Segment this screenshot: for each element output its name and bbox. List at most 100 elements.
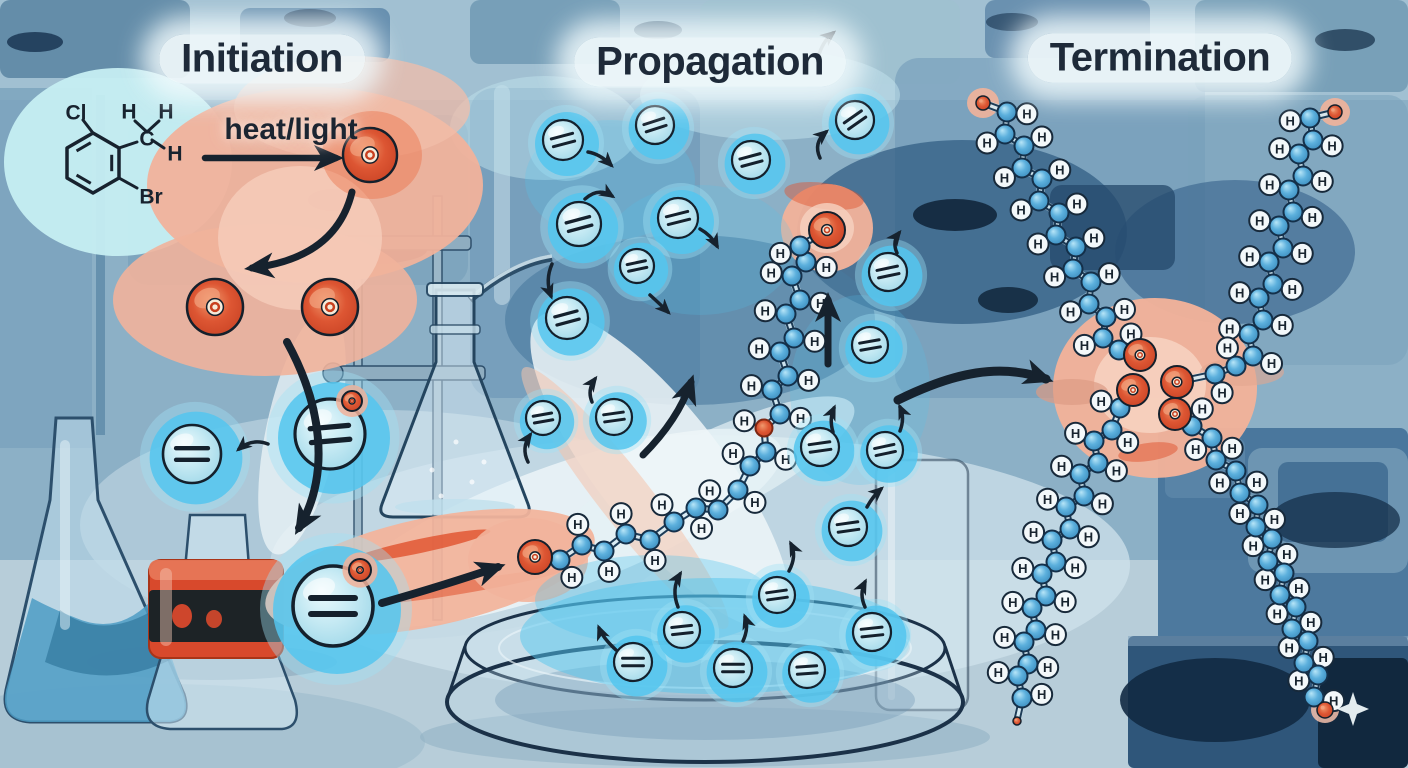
monomer-circle — [662, 610, 702, 650]
sparkle-layer — [1337, 692, 1369, 726]
hydrogen-atom — [1009, 198, 1033, 222]
hydrogen-label: H — [1043, 660, 1052, 675]
hydrogen-label: H — [697, 521, 706, 536]
hydrogen-label: H — [1223, 341, 1232, 356]
double-bond-line — [564, 214, 592, 225]
monomer — [513, 388, 579, 454]
hydrogen-label: H — [1217, 385, 1226, 400]
hydrogen-label: H — [1051, 627, 1060, 642]
scene-shape — [1120, 658, 1310, 742]
scene-shape — [7, 32, 63, 52]
hydrogen-label: H — [1072, 197, 1081, 212]
monomer-highlight — [302, 577, 336, 601]
carbon-atom — [769, 403, 791, 425]
double-bond-icon — [738, 152, 764, 168]
hydrogen-atom — [1030, 125, 1054, 149]
red-atom-sheen — [1320, 705, 1325, 710]
scene-shape — [481, 459, 487, 465]
carbon-atom — [1021, 597, 1043, 619]
double-bond-line — [664, 209, 690, 219]
double-bond-line — [874, 449, 897, 458]
monomer-circle — [730, 139, 772, 181]
hydrogen-label: H — [1225, 321, 1234, 336]
monomer-motion-arrow — [822, 404, 836, 434]
hydrogen-atom — [1064, 421, 1088, 445]
hydrogen-atom — [759, 261, 783, 285]
hydrogen-atom — [1036, 487, 1060, 511]
hydrogen-label: H — [1033, 237, 1042, 252]
hydrogen-label: H — [728, 446, 737, 461]
hydrogen-atom — [1210, 381, 1234, 405]
double-bond-line — [644, 123, 668, 134]
carbon-atom — [1262, 273, 1284, 295]
hydrogen-label: H — [1000, 630, 1009, 645]
radical-dot-core — [324, 301, 336, 313]
hydrogen-atom — [743, 490, 767, 514]
scene-shape — [535, 555, 775, 645]
red-atom-sheen — [1014, 718, 1017, 721]
carbon-atom — [1269, 584, 1291, 606]
monomer-circle — [618, 247, 656, 285]
monomer — [528, 105, 604, 181]
hydrogen-atom — [1072, 333, 1096, 357]
hydrogen-label: H — [573, 517, 582, 532]
monomer-motion-arrow — [586, 150, 614, 168]
monomer-circle — [867, 251, 909, 293]
monomer-motion-arrow — [812, 129, 830, 160]
hydrogen-label: H — [1098, 496, 1107, 511]
double-bond-icon — [858, 338, 882, 352]
hydrogen-atom — [789, 406, 813, 430]
carbon-atom — [1282, 201, 1304, 223]
hydrogen-atom — [650, 493, 674, 517]
monomer-motion-arrow — [865, 486, 885, 509]
hydrogen-atom — [1112, 297, 1136, 321]
hydrogen-label: H — [1306, 615, 1315, 630]
scene-shape — [1036, 379, 1108, 405]
carbon-atom — [1041, 529, 1063, 551]
monomer-circle — [541, 118, 585, 162]
atom-label-br: Br — [139, 186, 162, 209]
radical-layer — [185, 95, 1343, 726]
hydrogen-atom — [1048, 158, 1072, 182]
double-bond-line — [795, 671, 819, 676]
radical-dot-core — [531, 553, 539, 561]
carbon-atom — [639, 529, 661, 551]
carbon-atom — [1245, 516, 1267, 538]
hydrogen-label: H — [1235, 285, 1244, 300]
double-bond-icon — [807, 440, 833, 454]
monomer-circle — [712, 647, 754, 689]
monomer-highlight — [857, 618, 873, 630]
scene-shape — [913, 199, 997, 231]
monomer — [266, 370, 400, 504]
hydrogen-label: H — [616, 506, 625, 521]
hydrogen-label: H — [740, 413, 749, 428]
hydrogen-label: H — [705, 483, 714, 498]
reaction-arrow — [639, 374, 697, 459]
double-bond-line — [555, 317, 581, 327]
hydrogen-label: H — [1294, 673, 1303, 688]
radical-dot-core — [1172, 411, 1178, 417]
carbon-atom — [1299, 107, 1321, 129]
scene-shape — [0, 0, 190, 78]
hydrogen-label: H — [1288, 282, 1297, 297]
carbon-atom — [789, 235, 811, 257]
red-atom — [975, 95, 991, 111]
radical-dot-core — [349, 398, 355, 404]
monomer — [139, 401, 251, 513]
carbon-atom — [996, 101, 1018, 123]
carbon-atom — [739, 455, 761, 477]
carbon-atom — [781, 265, 803, 287]
hydrogen-atom — [1116, 430, 1140, 454]
hydrogen-label: H — [1198, 402, 1207, 417]
carbon-atom — [1069, 463, 1091, 485]
radical-circle — [341, 126, 399, 184]
carbon-atom — [1292, 165, 1314, 187]
carbon-atom — [1285, 596, 1307, 618]
monomer-motion-arrow — [540, 262, 554, 300]
monomer — [838, 598, 912, 672]
carbon-atom — [1055, 496, 1077, 518]
molecule-bond — [117, 140, 139, 150]
